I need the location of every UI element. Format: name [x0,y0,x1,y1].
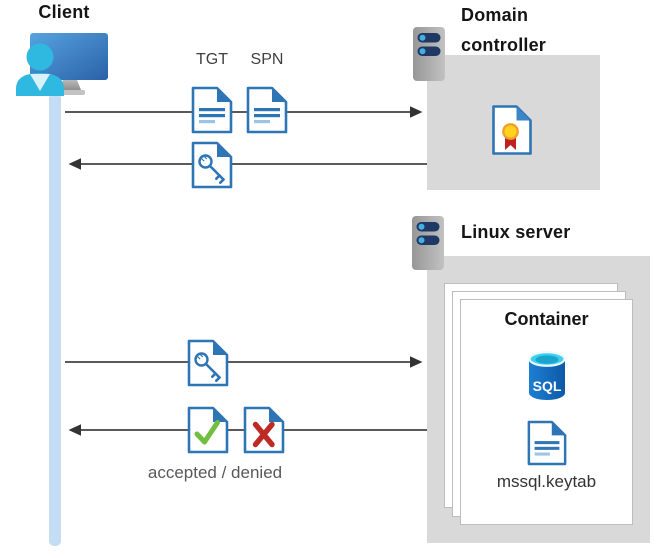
arrow-client-to-linux [65,356,423,368]
arrow-dc-to-client [68,158,427,170]
tgt-label: TGT [196,51,228,68]
spn-document-icon [246,86,288,134]
ticket-key-document-icon [191,141,233,189]
domain-controller-title: Domain controller [461,0,546,60]
domain-controller-title-line1: Domain [461,5,529,25]
domain-controller-title-line2: controller [461,35,547,55]
linux-server-title: Linux server [461,222,571,242]
keytab-file-label: mssql.keytab [496,472,597,491]
container-card: Container SQL mssql.keytab [460,299,633,525]
spn-label: SPN [250,51,284,68]
client-title: Client [38,2,90,22]
accepted-check-document-icon [187,406,229,454]
keytab-file-icon [527,420,566,466]
arrow-client-to-dc [65,106,423,118]
denied-cross-document-icon [243,406,285,454]
tgt-document-icon [191,86,233,134]
sql-database-icon: SQL [527,351,566,400]
container-title: Container [504,309,589,329]
server-icon [412,216,444,270]
ticket-key-document-icon [187,339,229,387]
client-lifeline [49,95,61,546]
server-icon [413,27,445,81]
accepted-denied-label: accepted / denied [147,463,283,482]
user-at-computer-icon [16,33,108,96]
certificate-icon [492,105,532,155]
sql-badge-text: SQL [532,378,561,394]
